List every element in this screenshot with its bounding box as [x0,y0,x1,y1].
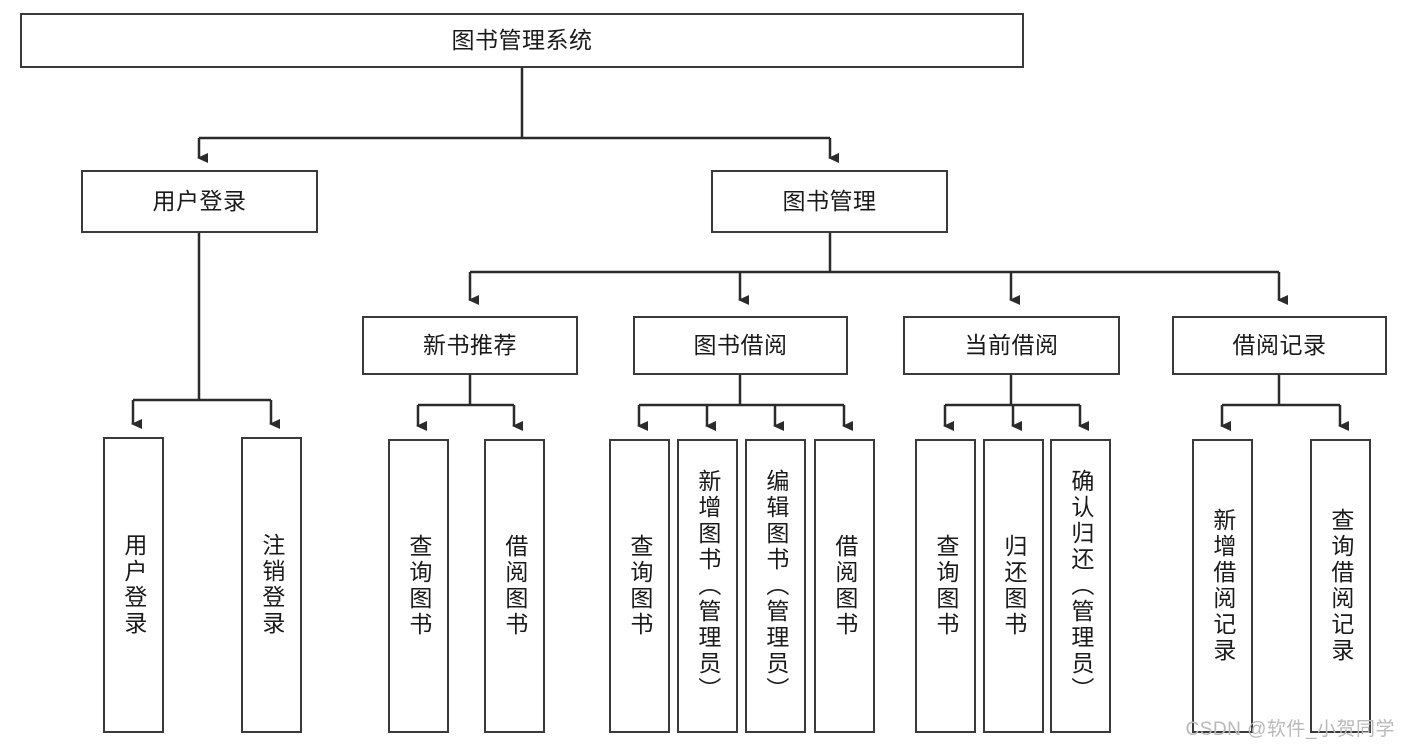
node-root-label: 图书管理系统 [451,27,593,53]
node-leaf-borrow-book-2-label: 借阅图书 [831,534,858,638]
node-leaf-return-book[interactable]: 归还图书 [983,439,1044,733]
node-book-manage[interactable]: 图书管理 [711,170,948,233]
node-leaf-query-book-1[interactable]: 查询图书 [388,439,449,733]
node-borrow-record-label: 借阅记录 [1232,332,1327,358]
node-root[interactable]: 图书管理系统 [20,13,1024,68]
node-book-manage-label: 图书管理 [782,188,877,214]
node-leaf-add-record-label: 新增借阅记录 [1209,508,1236,664]
node-leaf-borrow-book-2[interactable]: 借阅图书 [814,439,875,733]
node-leaf-query-book-2-label: 查询图书 [626,534,653,638]
node-leaf-user-login-label: 用户登录 [120,533,147,637]
node-leaf-return-book-label: 归还图书 [1000,534,1027,638]
node-leaf-confirm-return[interactable]: 确认归还（管理员） [1050,439,1111,733]
node-leaf-query-record-label: 查询借阅记录 [1327,508,1354,664]
node-leaf-borrow-book-1[interactable]: 借阅图书 [484,439,545,733]
node-leaf-logout[interactable]: 注销登录 [241,437,302,733]
node-new-book-rec[interactable]: 新书推荐 [362,316,578,375]
node-leaf-edit-book[interactable]: 编辑图书（管理员） [745,439,806,733]
node-leaf-edit-book-label: 编辑图书（管理员） [762,469,789,703]
node-leaf-logout-label: 注销登录 [258,533,285,637]
node-book-borrow-label: 图书借阅 [693,332,788,358]
node-leaf-query-book-3[interactable]: 查询图书 [915,439,976,733]
node-user-login[interactable]: 用户登录 [81,170,318,233]
node-new-book-rec-label: 新书推荐 [423,332,517,358]
node-user-login-label: 用户登录 [152,188,247,214]
node-book-borrow[interactable]: 图书借阅 [633,316,848,375]
node-current-borrow[interactable]: 当前借阅 [903,316,1120,375]
node-current-borrow-label: 当前借阅 [964,332,1059,358]
node-leaf-confirm-return-label: 确认归还（管理员） [1067,469,1094,703]
node-leaf-query-book-3-label: 查询图书 [932,534,959,638]
node-leaf-add-book[interactable]: 新增图书（管理员） [677,439,738,733]
node-leaf-add-record[interactable]: 新增借阅记录 [1192,439,1253,733]
node-leaf-query-book-2[interactable]: 查询图书 [609,439,670,733]
node-leaf-query-record[interactable]: 查询借阅记录 [1310,439,1371,733]
node-leaf-borrow-book-1-label: 借阅图书 [501,534,528,638]
node-leaf-user-login[interactable]: 用户登录 [103,437,164,733]
node-leaf-add-book-label: 新增图书（管理员） [694,469,721,703]
node-leaf-query-book-1-label: 查询图书 [405,534,432,638]
node-borrow-record[interactable]: 借阅记录 [1172,316,1387,375]
csdn-watermark: CSDN @软件_小贺同学 [1185,719,1395,740]
